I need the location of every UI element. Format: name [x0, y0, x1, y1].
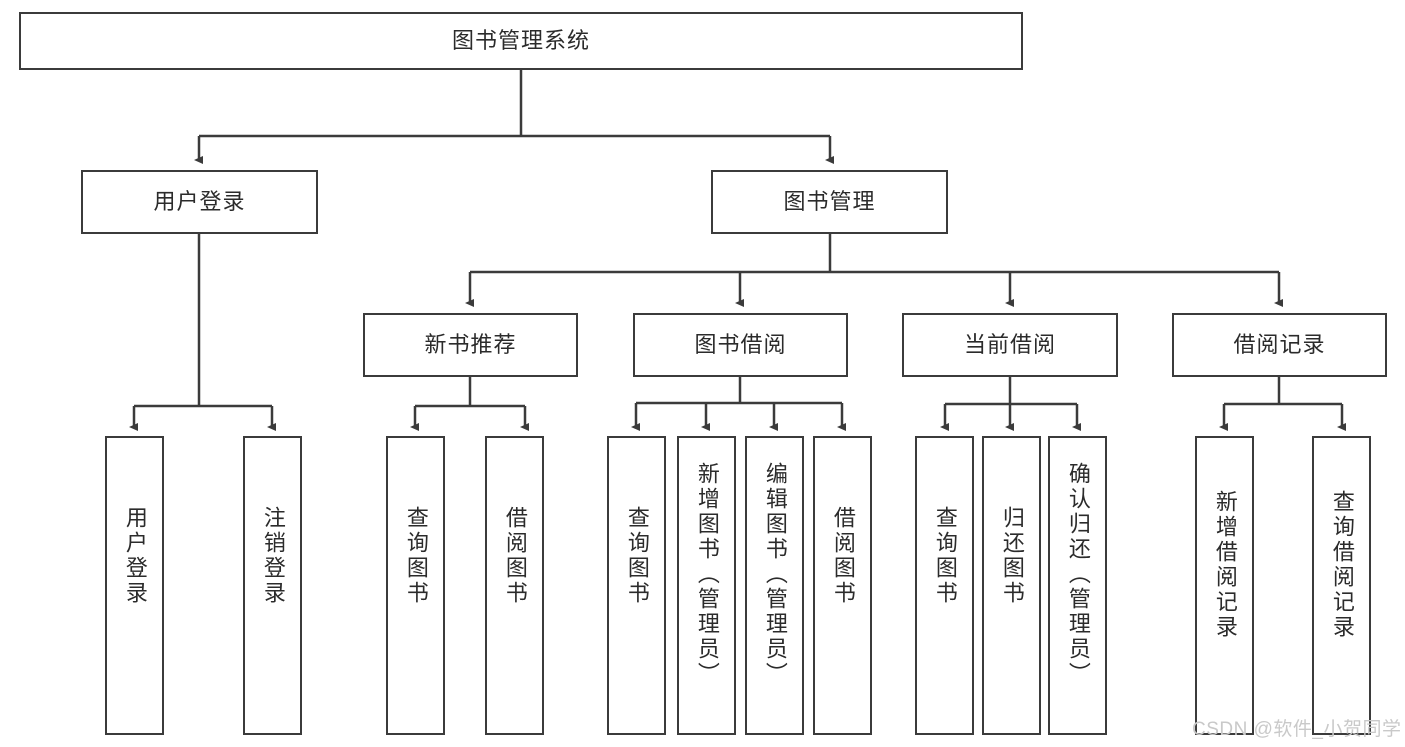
node-label: 图书借阅	[694, 331, 787, 357]
node-label: 用户登录	[153, 188, 246, 214]
node-book-management[interactable]: 图书管理	[711, 170, 948, 234]
node-leaf-query-book-1[interactable]: 查询图书	[386, 436, 445, 735]
node-leaf-return-book[interactable]: 归还图书	[982, 436, 1041, 735]
node-leaf-confirm-return[interactable]: 确认归还（管理员）	[1048, 436, 1107, 735]
node-label: 图书管理系统	[451, 27, 590, 53]
node-label: 注销登录	[260, 506, 286, 606]
node-user-login[interactable]: 用户登录	[81, 170, 318, 234]
node-label: 查询借阅记录	[1329, 490, 1355, 640]
node-label: 编辑图书（管理员）	[762, 462, 788, 687]
node-label: 查询图书	[403, 506, 429, 606]
node-label: 图书管理	[783, 188, 876, 214]
node-leaf-query-book-2[interactable]: 查询图书	[607, 436, 666, 735]
node-leaf-add-book[interactable]: 新增图书（管理员）	[677, 436, 736, 735]
node-label: 确认归还（管理员）	[1065, 462, 1091, 687]
node-new-book-recommend[interactable]: 新书推荐	[363, 313, 578, 377]
node-borrow-record[interactable]: 借阅记录	[1172, 313, 1387, 377]
node-label: 归还图书	[999, 506, 1025, 606]
node-label: 借阅图书	[502, 506, 528, 606]
csdn-watermark: CSDN @软件_小贺同学	[1192, 719, 1402, 740]
node-current-borrow[interactable]: 当前借阅	[902, 313, 1118, 377]
node-book-borrow[interactable]: 图书借阅	[633, 313, 848, 377]
node-leaf-edit-book[interactable]: 编辑图书（管理员）	[745, 436, 804, 735]
node-label: 用户登录	[122, 506, 148, 606]
node-leaf-add-record[interactable]: 新增借阅记录	[1195, 436, 1254, 735]
node-label: 借阅记录	[1233, 331, 1326, 357]
node-leaf-borrow-book-2[interactable]: 借阅图书	[813, 436, 872, 735]
node-leaf-borrow-book-1[interactable]: 借阅图书	[485, 436, 544, 735]
node-leaf-query-book-3[interactable]: 查询图书	[915, 436, 974, 735]
node-leaf-logout-login[interactable]: 注销登录	[243, 436, 302, 735]
node-label: 查询图书	[932, 506, 958, 606]
node-label: 当前借阅	[963, 331, 1056, 357]
node-label: 新增图书（管理员）	[694, 462, 720, 687]
node-label: 查询图书	[624, 506, 650, 606]
node-label: 新增借阅记录	[1212, 490, 1238, 640]
node-book-management-system[interactable]: 图书管理系统	[19, 12, 1023, 70]
node-leaf-user-login[interactable]: 用户登录	[105, 436, 164, 735]
node-label: 新书推荐	[424, 331, 517, 357]
node-label: 借阅图书	[830, 506, 856, 606]
node-leaf-query-record[interactable]: 查询借阅记录	[1312, 436, 1371, 735]
